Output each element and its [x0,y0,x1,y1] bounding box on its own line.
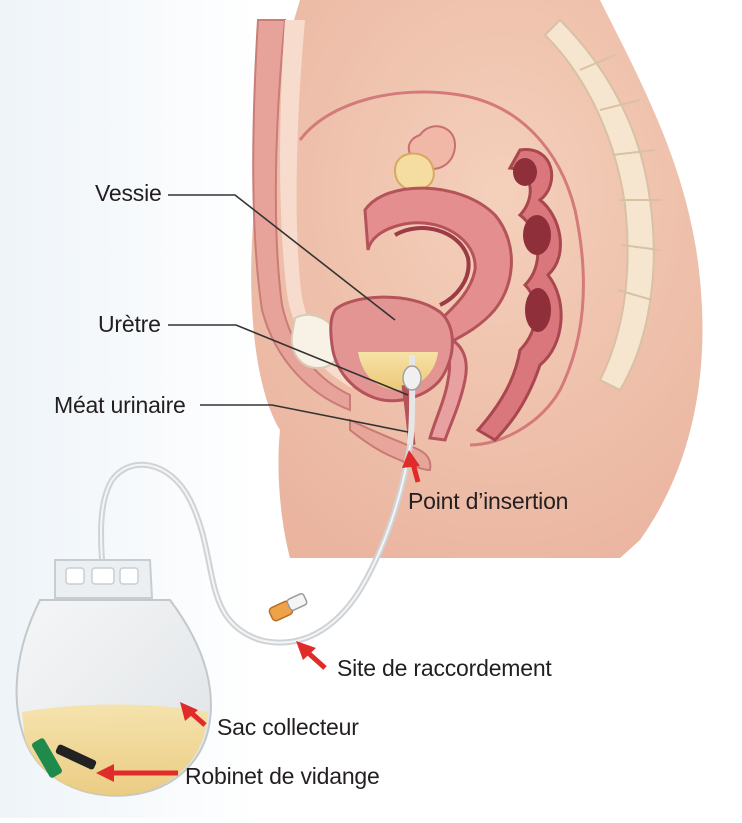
catheter-connector [268,592,308,622]
sacrum [543,18,655,392]
leader-lines [168,194,409,433]
leader-uretre [168,324,409,396]
rectum-lumen [513,158,551,332]
label-vessie: Vessie [95,180,162,206]
label-meat-urinaire: Méat urinaire [54,392,186,418]
peritoneum [298,90,585,447]
arrow-insertion [402,450,421,483]
ovary [393,152,435,192]
label-uretre: Urètre [98,311,161,337]
catheter-tube-highlight [100,444,411,644]
catheter-internal [407,354,416,446]
arrow-robinet [96,764,178,782]
arrow-sac [180,702,207,727]
label-sac-collecteur: Sac collecteur [217,714,359,740]
drain-valve [32,738,97,778]
pointer-arrows [96,450,421,782]
abdominal-wall [252,19,351,412]
leader-vessie [168,194,396,321]
leader-meat [200,404,409,433]
catheter-balloon [402,365,422,391]
label-point-insertion: Point d’insertion [408,488,569,514]
arrow-raccordement [296,641,327,670]
fat-layer [280,20,356,388]
label-site-raccordement: Site de raccordement [337,655,552,681]
label-robinet-vidange: Robinet de vidange [185,763,380,789]
uterus-cavity [393,226,471,307]
vertebrae [579,54,662,301]
